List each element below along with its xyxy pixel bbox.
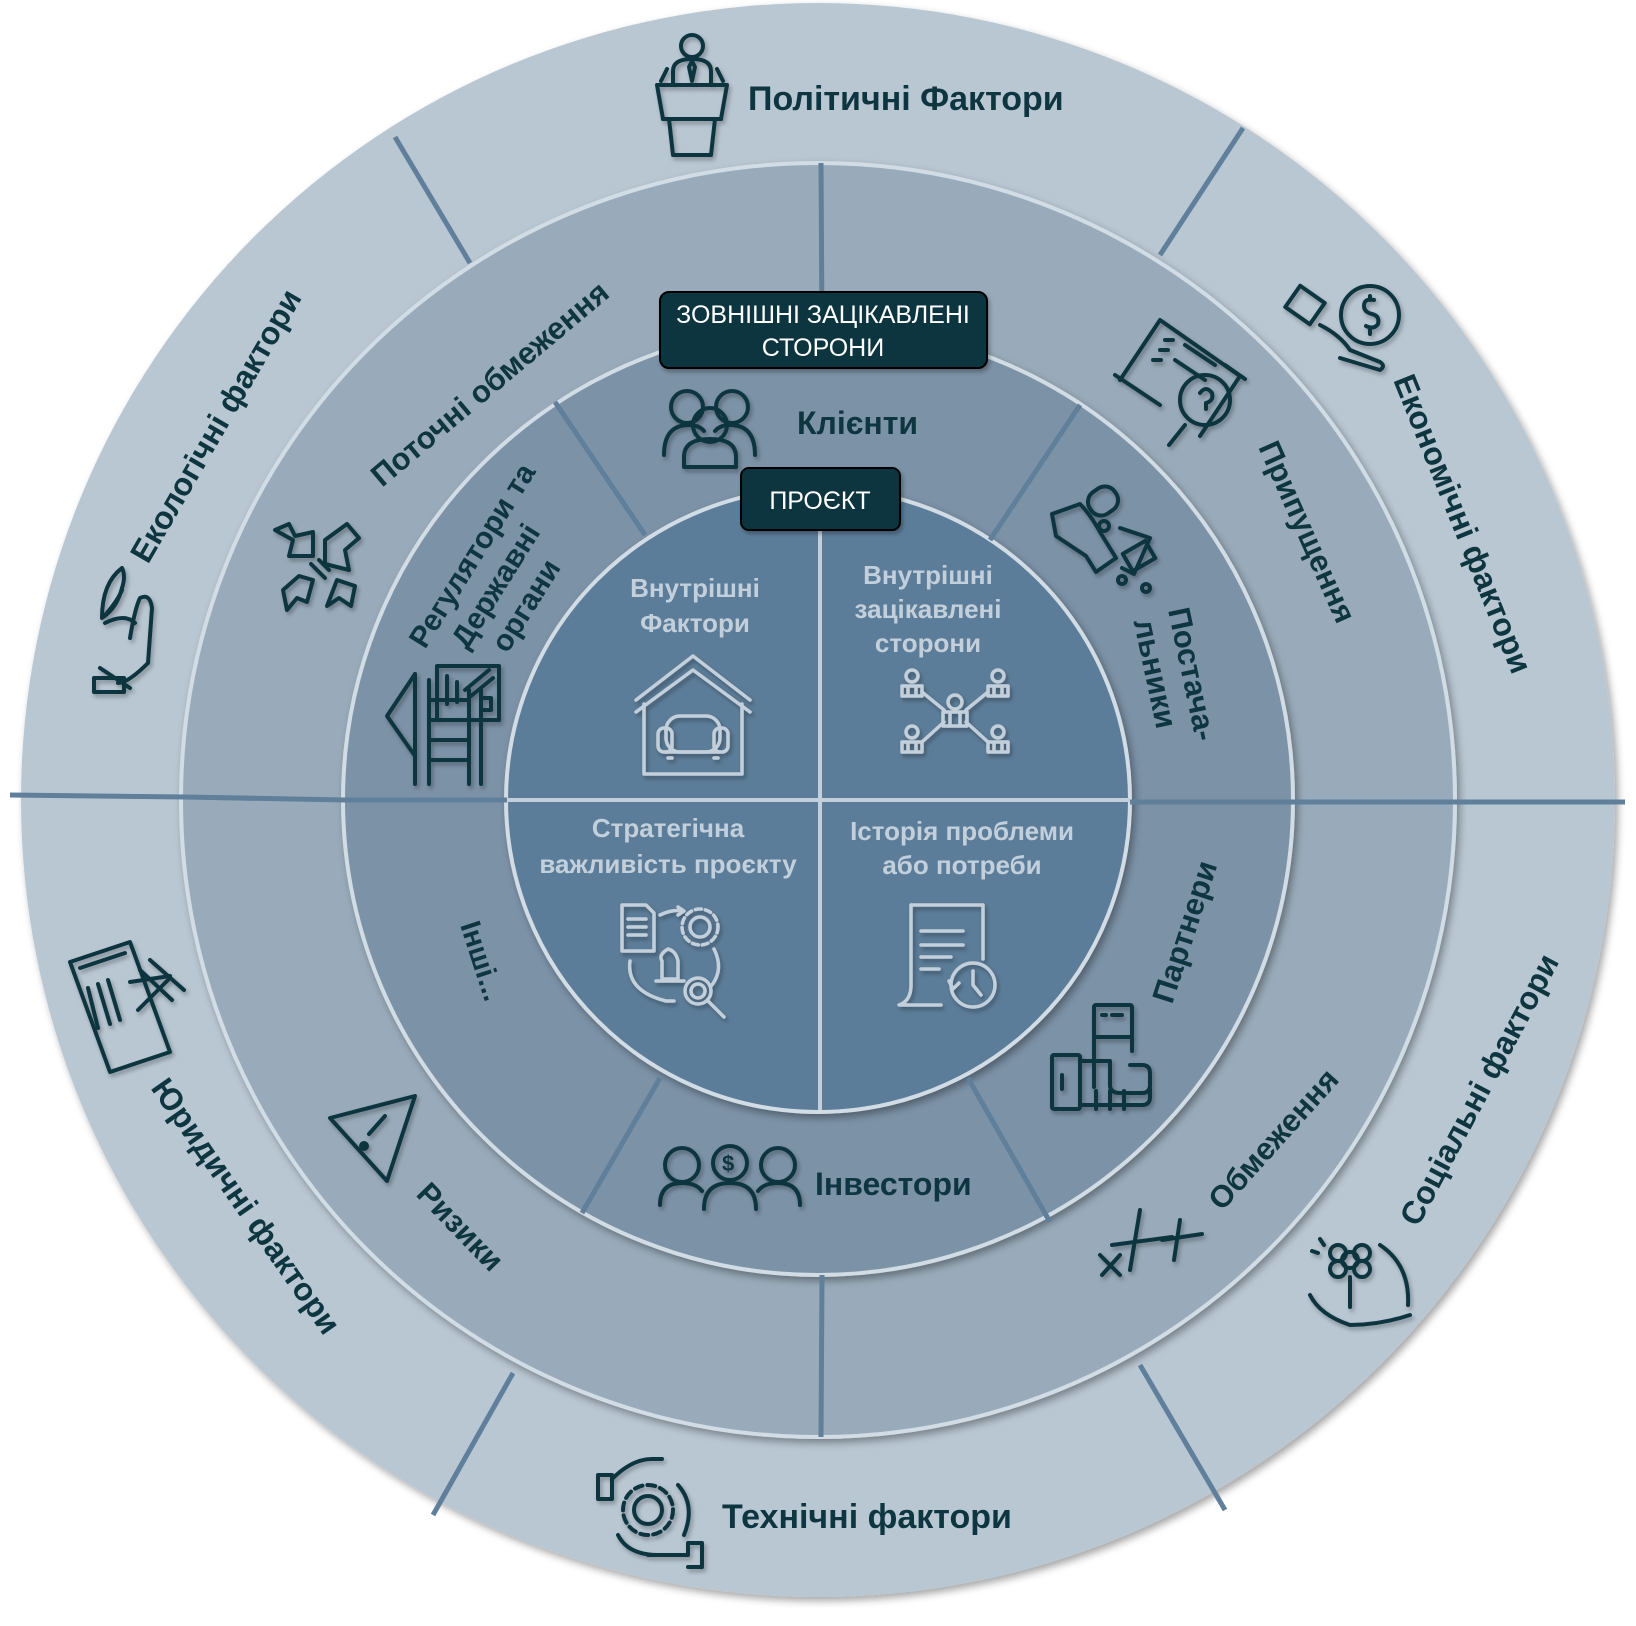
warning-triangle-icon	[328, 1094, 417, 1183]
core-dividers	[507, 500, 1130, 1110]
people-group-icon	[662, 389, 757, 469]
government-building-icon	[385, 664, 501, 786]
svg-text:ПРОЄКТ: ПРОЄКТ	[769, 487, 870, 515]
svg-text:сторони: сторони	[875, 628, 981, 658]
core-quadrant-problem-history: Історія проблеми або потреби	[850, 816, 1074, 880]
hand-flower-icon	[1308, 1237, 1412, 1327]
stakeholder-dividers	[345, 400, 1292, 1224]
network-people-icon	[900, 668, 1010, 754]
compress-arrows-icon	[273, 522, 361, 612]
external-stakeholders-badge: ЗОВНІШНІ ЗАЦІКАВЛЕНІ СТОРОНИ	[659, 291, 988, 369]
outer-label-technical: Технічні фактори	[722, 1498, 1012, 1536]
speaker-podium-icon	[655, 33, 729, 157]
svg-text:зацікавлені: зацікавлені	[855, 594, 1002, 624]
svg-text:Історія проблеми: Історія проблеми	[850, 816, 1074, 846]
stakeholder-label-investors: Інвестори	[815, 1166, 972, 1202]
hand-money-icon	[1283, 283, 1401, 372]
hand-gear-icon	[596, 1457, 704, 1569]
core-quadrant-internal-stakeholders: Внутрішні зацікавлені сторони	[855, 560, 1002, 658]
stakeholder-label-clients: Клієнти	[797, 405, 918, 441]
svg-text:СТОРОНИ: СТОРОНИ	[762, 334, 884, 362]
outer-label-political: Політичні Фактори	[748, 80, 1064, 118]
cross-marks-icon	[1098, 1208, 1204, 1277]
svg-text:Внутрішні: Внутрішні	[630, 573, 760, 603]
project-badge: ПРОЄКТ	[740, 467, 901, 531]
outer-dividers	[9, 126, 1625, 1517]
svg-text:Внутрішні: Внутрішні	[863, 560, 993, 590]
law-book-gavel-icon	[68, 940, 186, 1074]
hand-leaf-icon	[92, 566, 154, 694]
thinking-head-icon	[1113, 318, 1247, 447]
svg-text:важливість проєкту: важливість проєкту	[539, 849, 797, 879]
core-quadrant-strategic-importance: Стратегічна важливість проєкту	[539, 813, 797, 879]
house-sofa-icon	[634, 654, 752, 776]
svg-text:або потреби: або потреби	[882, 850, 1041, 880]
svg-text:$: $	[722, 1151, 734, 1176]
handshake-icon	[1050, 1003, 1152, 1111]
document-history-icon	[897, 903, 997, 1009]
supplier-cart-icon	[1050, 484, 1158, 594]
core-quadrant-internal-factors: Внутрішні Фактори	[630, 573, 760, 638]
svg-text:Стратегічна: Стратегічна	[592, 813, 745, 843]
svg-text:Фактори: Фактори	[640, 608, 750, 638]
strategy-cycle-icon	[620, 903, 726, 1019]
investors-icon: $	[658, 1144, 802, 1211]
svg-text:ЗОВНІШНІ ЗАЦІКАВЛЕНІ: ЗОВНІШНІ ЗАЦІКАВЛЕНІ	[676, 301, 970, 329]
